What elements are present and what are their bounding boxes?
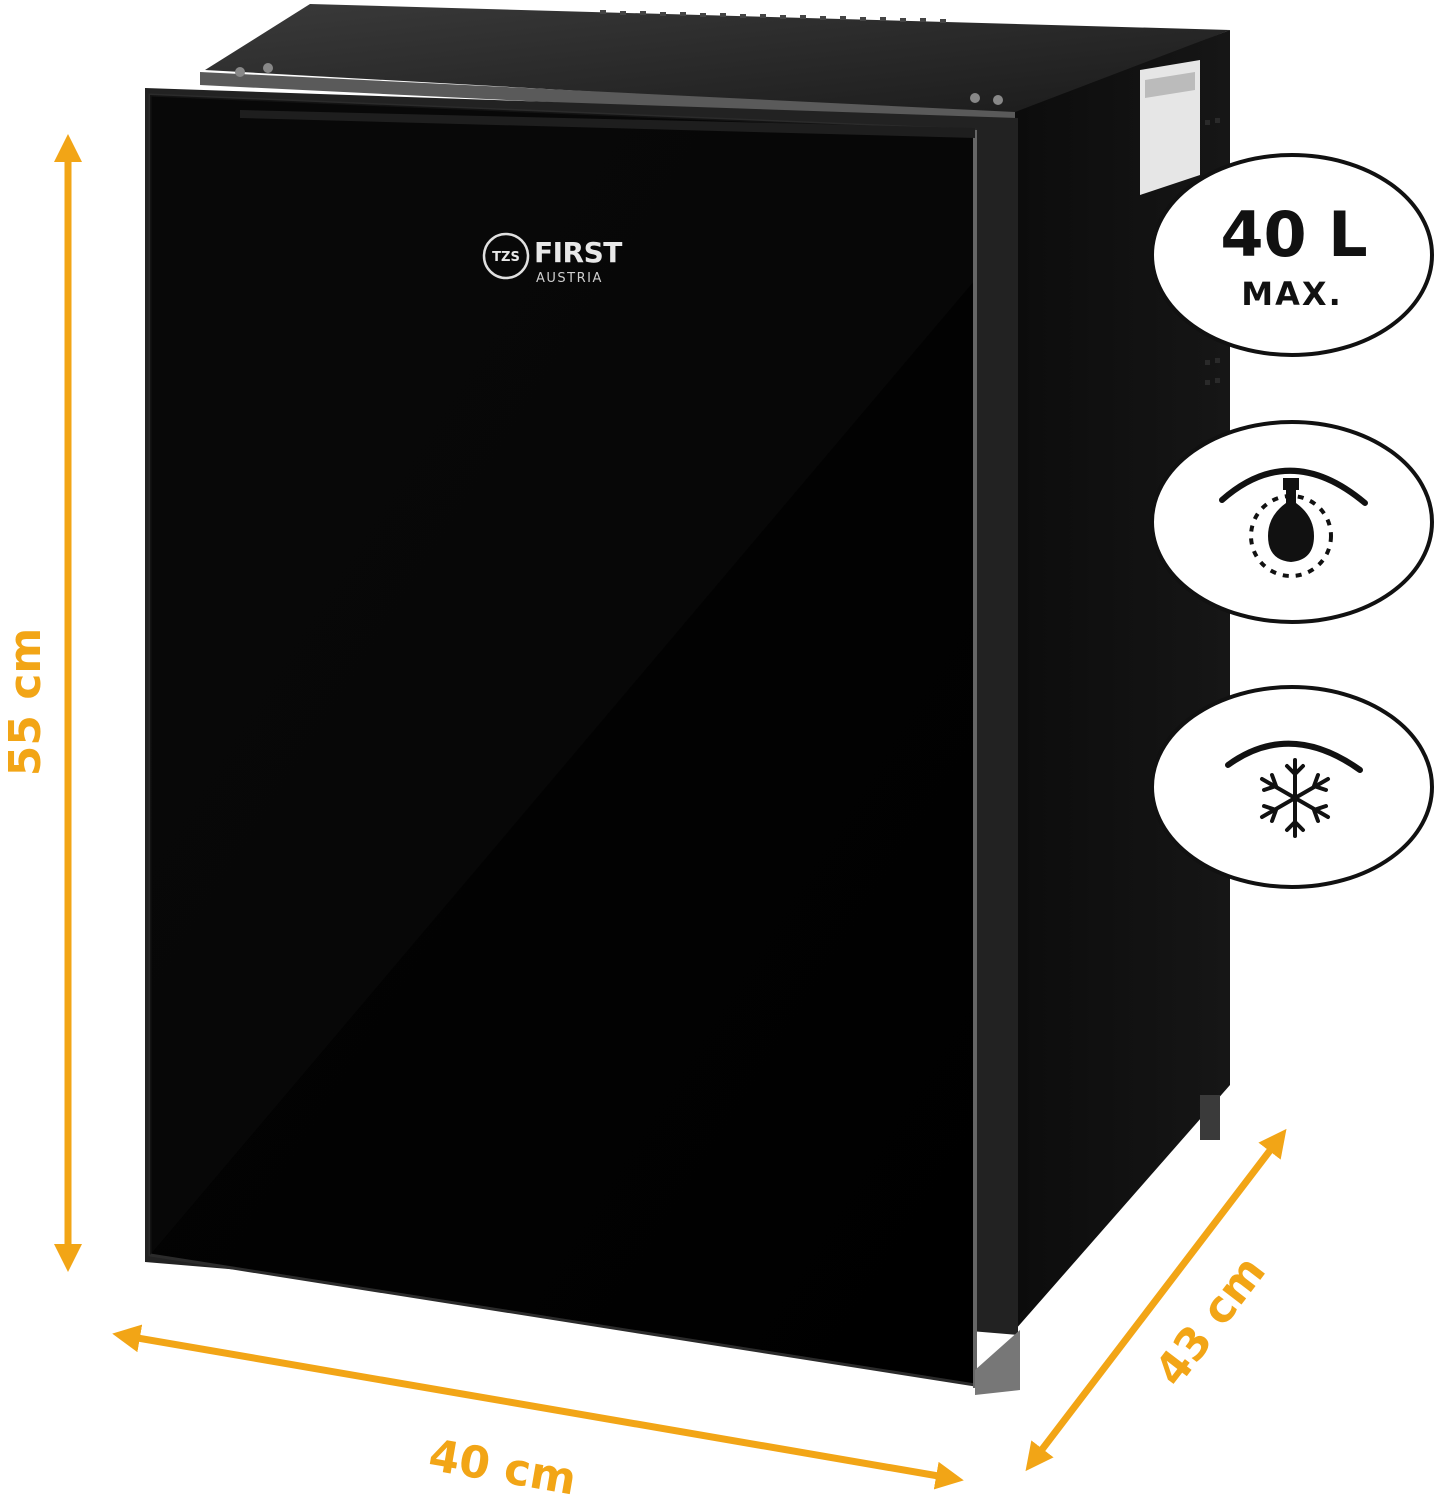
width-arrow: [112, 1324, 964, 1490]
freeze-badge-ellipse: [1150, 685, 1434, 889]
light-badge: [1150, 420, 1434, 624]
freeze-badge: [1150, 685, 1434, 889]
fridge-hinge-top: [240, 110, 975, 138]
capacity-badge-ellipse: [1150, 153, 1434, 357]
light-bulb-icon: [1219, 467, 1368, 578]
depth-arrow: [1025, 1128, 1287, 1472]
fridge-door-reflection: [150, 95, 975, 1255]
height-dimension: 55 cm: [0, 134, 82, 1272]
capacity-badge: 40 L MAX.: [1150, 153, 1434, 357]
fridge-side-panel: [1015, 30, 1230, 1330]
capacity-value: 40 L: [1220, 198, 1367, 271]
brand-badge-circle: [482, 232, 530, 280]
capacity-qualifier: MAX.: [1241, 275, 1342, 313]
brand-subname: AUSTRIA: [536, 271, 603, 286]
snowflake-icon: [1225, 740, 1363, 838]
depth-label: 43 cm: [1145, 1247, 1276, 1396]
height-label: 55 cm: [0, 628, 51, 776]
brand-badge-text: TZS: [492, 250, 520, 265]
brand-name: FIRST: [534, 236, 622, 269]
fridge-hinge-bottom: [975, 1330, 1020, 1395]
brand-logo: TZS FIRST AUSTRIA: [482, 232, 623, 286]
width-label: 40 cm: [425, 1430, 580, 1500]
